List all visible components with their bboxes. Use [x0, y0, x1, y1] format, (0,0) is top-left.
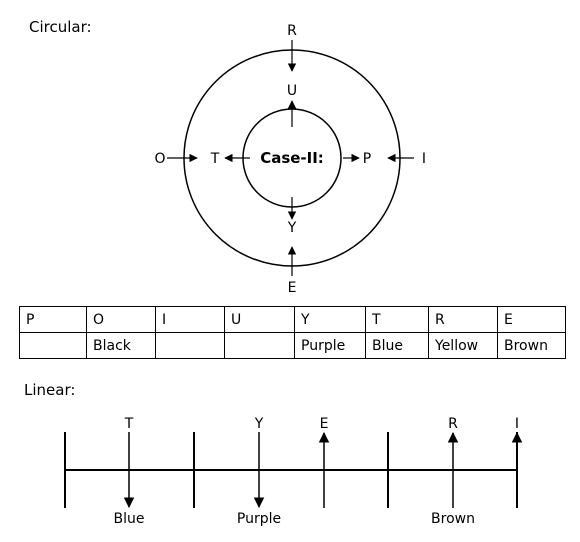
circular-label: Circular: [29, 18, 92, 36]
outer-top-label: R [287, 23, 297, 39]
table-cell [155, 332, 225, 359]
outer-bottom-label: E [288, 280, 297, 296]
linear-label-e: E [320, 416, 329, 432]
table-cell: Blue [365, 332, 429, 359]
table-cell: O [86, 306, 156, 333]
table-cell: Black [86, 332, 156, 359]
inner-left-label: T [210, 151, 220, 167]
linear-diagram: T Blue Y Purple E R Brown I [64, 416, 523, 527]
linear-color-purple: Purple [237, 511, 281, 527]
table-cell: R [428, 306, 498, 333]
outer-right-label: I [422, 151, 426, 167]
table-row-persons: P O I U Y T R E [19, 306, 566, 333]
linear-color-brown: Brown [431, 511, 475, 527]
table-cell: Brown [497, 332, 566, 359]
table-cell: U [224, 306, 295, 333]
table-cell [224, 332, 295, 359]
table-cell: Y [294, 306, 366, 333]
inner-bottom-label: Y [287, 220, 297, 236]
linear-label-t: T [124, 416, 134, 432]
inner-top-label: U [287, 83, 297, 99]
table-cell [19, 332, 87, 359]
table-row-colors: Black Purple Blue Yellow Brown [19, 332, 566, 359]
inner-right-label: P [363, 151, 371, 167]
outer-left-label: O [154, 151, 165, 167]
circular-diagram: R O I E U T P Y Case-II: [154, 23, 426, 296]
table-cell: P [19, 306, 87, 333]
linear-label-i: I [515, 416, 519, 432]
table-cell: Purple [294, 332, 366, 359]
table-cell: E [497, 306, 566, 333]
case-title: Case-II: [260, 149, 324, 167]
position-color-table: P O I U Y T R E Black Purple Blue Yellow… [19, 306, 566, 359]
linear-color-blue: Blue [114, 511, 145, 527]
linear-label: Linear: [24, 381, 76, 399]
table-cell: T [365, 306, 429, 333]
table-cell: Yellow [428, 332, 498, 359]
linear-label-y: Y [254, 416, 264, 432]
linear-label-r: R [448, 416, 458, 432]
table-cell: I [155, 306, 225, 333]
